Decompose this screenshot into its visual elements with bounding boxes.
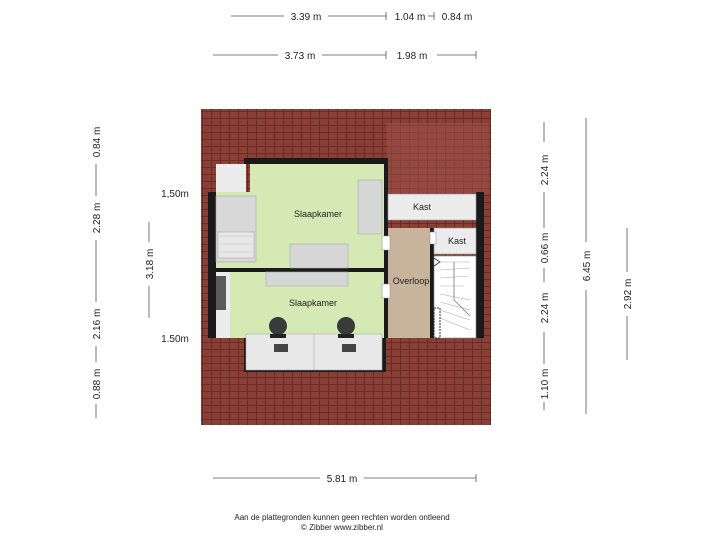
dim-left-4: 0.88 m <box>92 369 103 400</box>
room-label-bedroom-bottom: Slaapkamer <box>289 298 337 308</box>
room-label-bedroom-top: Slaapkamer <box>294 209 342 219</box>
dim-top-1: 3.39 m <box>291 12 322 23</box>
dim-right-3: 2.24 m <box>540 293 551 324</box>
closet-top-area <box>387 193 477 221</box>
closet-small-area <box>433 227 477 255</box>
room-label-closet-small: Kast <box>448 236 467 246</box>
dim-left-2: 2.28 m <box>92 203 103 234</box>
shelf-bottom <box>216 271 349 310</box>
desks <box>245 333 383 371</box>
dim-top-3: 0.84 m <box>442 12 473 23</box>
dim-top-4: 3.73 m <box>285 51 316 62</box>
dim-top-5: 1.98 m <box>397 51 428 62</box>
dim-left-inner: 3.18 m <box>145 249 156 280</box>
dim-top-2: 1.04 m <box>395 12 426 23</box>
office-chairs <box>269 317 355 338</box>
right-dimensions: 2.24 m 0.66 m 2.24 m 1.10 m 6.45 m 2.92 … <box>540 118 634 414</box>
room-label-closet-top: Kast <box>413 202 432 212</box>
copyright-text: © Zibber www.zibber.nl <box>301 523 383 532</box>
dim-right-stair: 2.92 m <box>623 279 634 310</box>
dim-right-4: 1.10 m <box>540 369 551 400</box>
dim-bottom: 5.81 m <box>327 474 358 485</box>
room-label-landing: Overloop <box>393 276 430 286</box>
wardrobe-top <box>357 179 383 235</box>
height-label-bottom: 1.50m <box>161 334 189 345</box>
doors <box>381 231 437 299</box>
dim-left-3: 2.16 m <box>92 309 103 340</box>
disclaimer-text: Aan de plattegronden kunnen geen rechten… <box>234 513 449 522</box>
dim-right-1: 2.24 m <box>540 155 551 186</box>
left-dimensions: 0.84 m 2.28 m 2.16 m 0.88 m 3.18 m 1,50m… <box>92 127 189 418</box>
bottom-dimension: 5.81 m <box>213 474 477 485</box>
dresser <box>289 243 349 269</box>
dim-right-2: 0.66 m <box>540 233 551 264</box>
bed <box>215 195 257 263</box>
landing-area <box>388 228 430 338</box>
dim-right-total: 6.45 m <box>582 251 593 282</box>
staircase <box>433 255 477 339</box>
top-dimensions: 3.39 m 1.04 m 0.84 m 3.73 m 1.98 m <box>213 12 477 62</box>
height-label-top: 1,50m <box>161 189 189 200</box>
footer: Aan de plattegronden kunnen geen rechten… <box>234 513 449 532</box>
dim-left-1: 0.84 m <box>92 127 103 158</box>
